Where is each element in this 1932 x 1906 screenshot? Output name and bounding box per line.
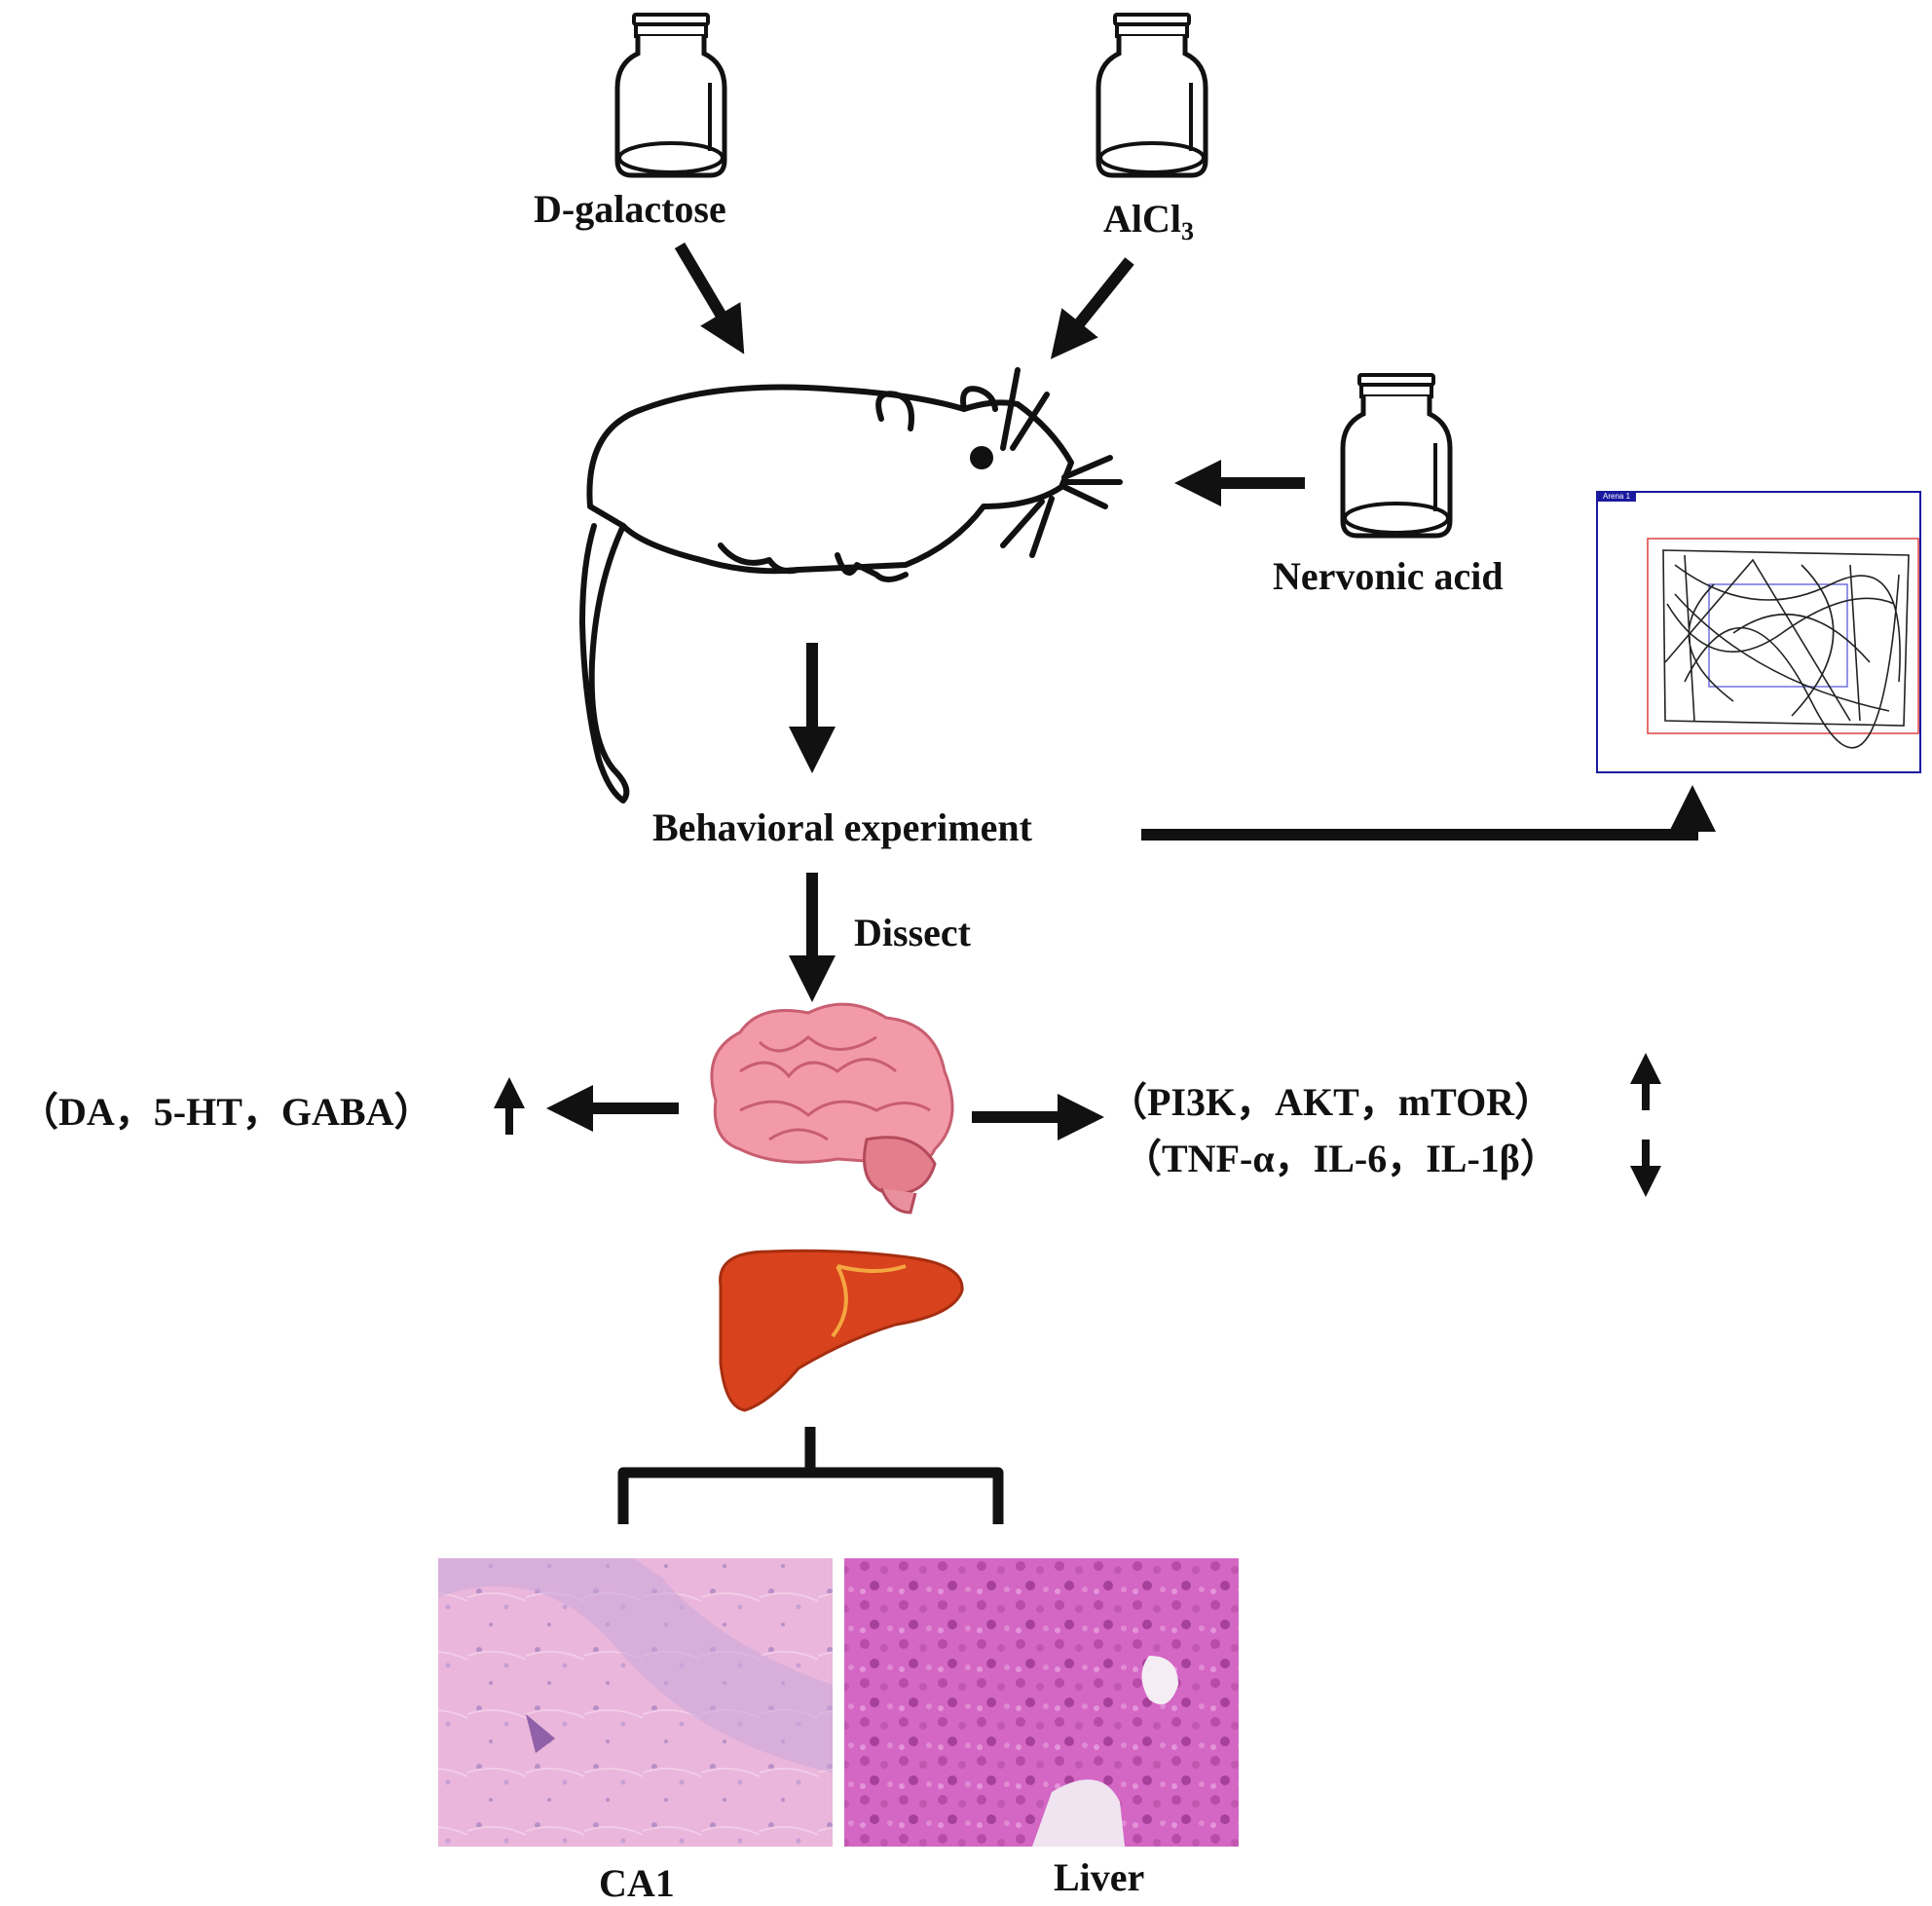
arena-tag: Arena 1: [1597, 492, 1637, 502]
d-galactose-label: D-galactose: [534, 187, 726, 231]
behavioral-experiment-label: Behavioral experiment: [652, 805, 1032, 849]
arrow-dgal-to-rat: [674, 242, 745, 355]
brain-icon: [710, 1002, 954, 1215]
arrow-alcl-to-rat: [1050, 257, 1134, 359]
liver-icon: [719, 1249, 964, 1412]
dissect-label: Dissect: [854, 911, 971, 954]
ca1-label: CA1: [599, 1861, 675, 1905]
rat-drawing: [579, 367, 1123, 804]
grouping-brace: [617, 1427, 1004, 1524]
open-field-arena: [1596, 491, 1921, 773]
neurotransmitters-label: （DA，5-HT，GABA）: [19, 1090, 433, 1134]
pathway-label: （PI3K，AKT，mTOR）: [1108, 1080, 1554, 1124]
nervonic-acid-label: Nervonic acid: [1273, 554, 1504, 598]
alcl3-label: AlCl3: [1103, 197, 1194, 245]
liver-label: Liver: [1054, 1855, 1145, 1899]
arrow-behavior-to-arena: [1141, 785, 1716, 841]
inflammation-label: （TNF-α，IL-6，IL-1β）: [1123, 1137, 1559, 1180]
alcl3-bottle-icon: [1098, 15, 1206, 175]
d-galactose-bottle-icon: [617, 15, 724, 175]
liver-histology-image: [844, 1558, 1239, 1847]
nervonic-acid-bottle-icon: [1343, 375, 1450, 536]
ca1-histology-image: [438, 1558, 833, 1847]
